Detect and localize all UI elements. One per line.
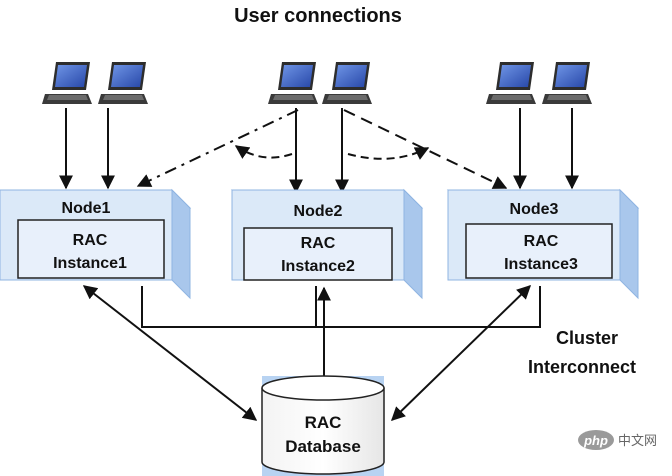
load-balance-arrow [343,109,508,189]
laptop-icon [268,62,318,104]
redirect-arrow [347,147,430,160]
interconnect-line [141,286,541,328]
instance-label-line1: RAC [73,232,108,249]
instance-box [465,223,613,279]
node-label: Node2 [294,203,343,220]
laptop-icon [322,62,372,104]
database-cylinder-icon [261,375,385,476]
instance-label-line2: Instance1 [53,255,127,272]
instance-label-line2: Instance3 [504,256,578,273]
laptop-icon [486,62,536,104]
laptop-icon [542,62,592,104]
php-logo-icon [578,430,614,450]
instance-label-line2: Instance2 [281,258,355,275]
instance-box [17,219,165,279]
database-link-arrow [390,285,532,421]
laptop-icon [42,62,92,104]
database-label-line1: RAC [305,413,342,432]
instance-label-line1: RAC [524,233,559,250]
interconnect-label-line2: Interconnect [528,357,636,377]
watermark-logo-text: php [583,433,608,448]
node-label: Node1 [62,200,111,217]
redirect-arrow [234,145,293,159]
failover-arrow [136,109,299,187]
watermark: php 中文网 [578,430,657,450]
laptop-icon [98,62,148,104]
watermark-text: 中文网 [618,433,657,448]
database-link-arrow [82,285,258,421]
node-label: Node3 [510,201,559,218]
instance-box [243,227,393,281]
instance-label-line1: RAC [301,235,336,252]
database-label-line2: Database [285,437,361,456]
interconnect-label-line1: Cluster [556,328,618,348]
diagram-title: User connections [234,5,402,27]
